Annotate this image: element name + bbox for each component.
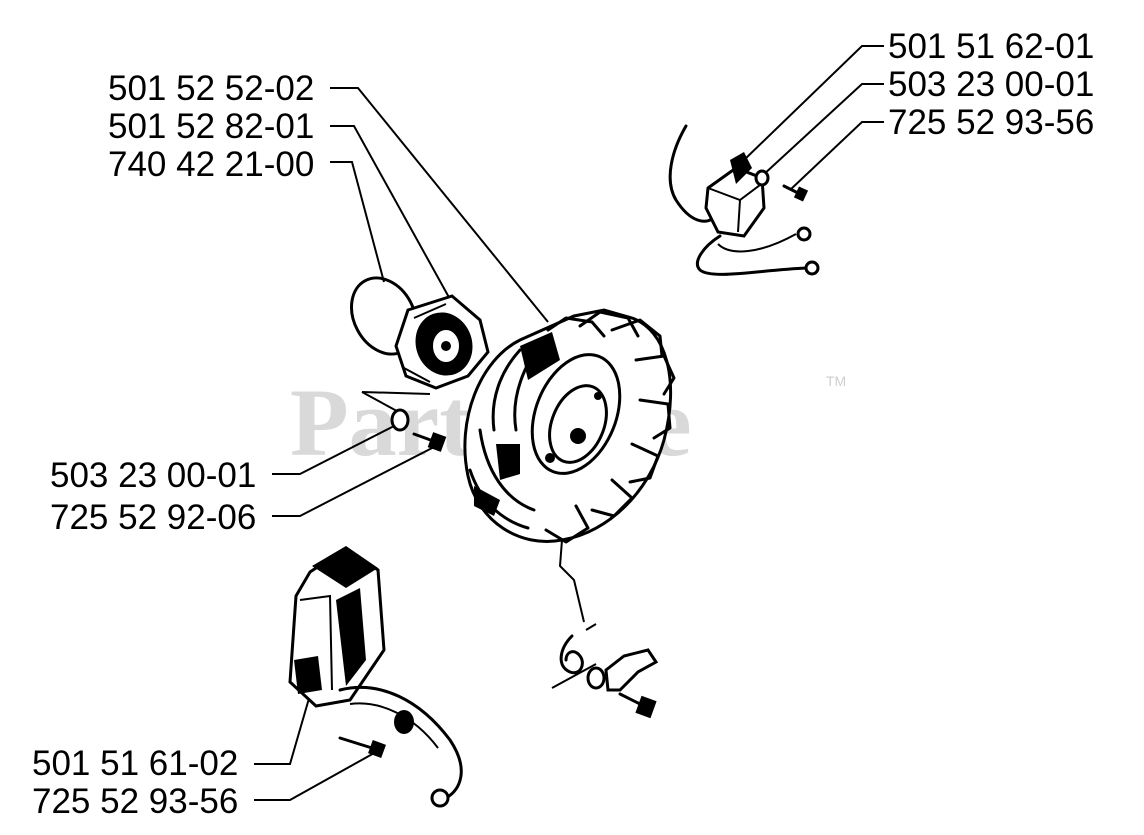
callout-label-725-52-93-56-bottom: 725 52 93-56 — [32, 782, 238, 821]
callout-label-501-51-62-01: 501 51 62-01 — [888, 27, 1094, 66]
watermark-trademark: TM — [826, 373, 846, 389]
flywheel — [463, 308, 676, 544]
callout-label-501-52-52-02: 501 52 52-02 — [108, 69, 314, 108]
callout-label-501-51-61-02: 501 51 61-02 — [32, 744, 238, 783]
callout-label-725-52-92-06: 725 52 92-06 — [50, 498, 256, 537]
callout-label-740-42-21-00: 740 42 21-00 — [108, 145, 314, 184]
leader-lines — [254, 45, 884, 801]
ignition-module-bottom — [288, 546, 463, 808]
pawl-and-spring — [551, 539, 659, 719]
pawl-plate — [394, 294, 490, 390]
callout-label-725-52-93-56-top: 725 52 93-56 — [888, 103, 1094, 142]
callout-label-503-23-00-01-mid: 503 23 00-01 — [50, 456, 256, 495]
ignition-module-top — [668, 124, 820, 276]
callout-label-501-52-82-01: 501 52 82-01 — [108, 107, 314, 146]
washer-and-screw-mid — [361, 391, 447, 452]
callout-label-503-23-00-01-top: 503 23 00-01 — [888, 65, 1094, 104]
